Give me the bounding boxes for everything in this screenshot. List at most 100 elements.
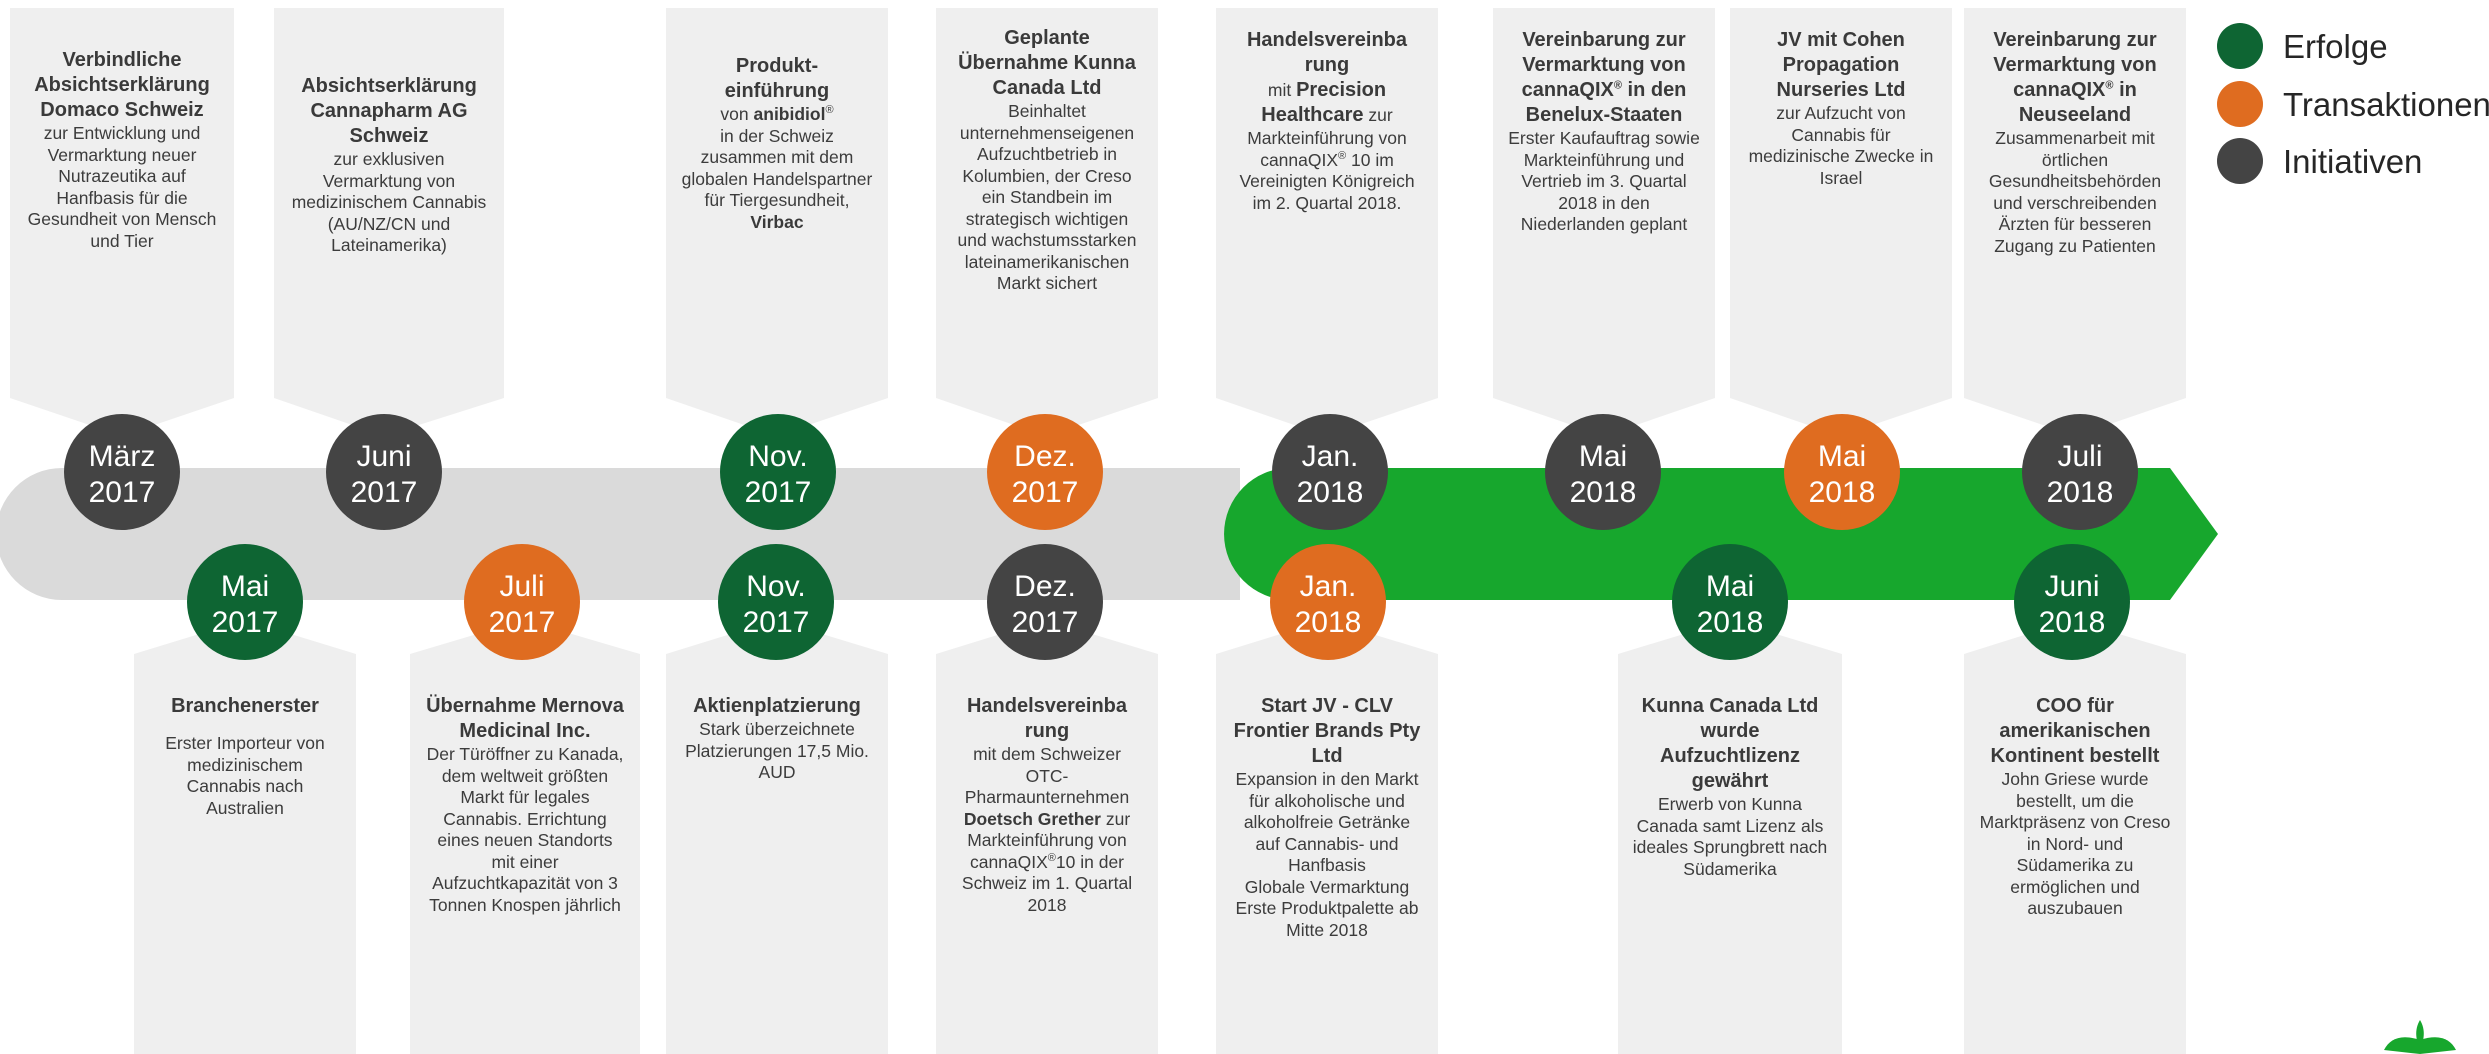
bottom-card-shapes bbox=[134, 620, 2186, 1054]
date-circle bbox=[326, 414, 442, 530]
top-card-bg bbox=[1493, 8, 1715, 436]
card-title: JV mit Cohen Propagation Nurseries Ltd bbox=[1776, 29, 1906, 101]
card-text: zur Entwicklung und Vermarktung neuer Nu… bbox=[27, 123, 217, 251]
card-title: Branchenerster bbox=[171, 695, 319, 717]
card-text: von anibidiol®in der Schweiz zusammen mi… bbox=[681, 104, 873, 232]
date-year: 2018 bbox=[1697, 606, 1764, 639]
card-title: Handelsvereinba rung bbox=[1246, 29, 1408, 76]
date-circle bbox=[2022, 414, 2138, 530]
card-title: Geplante Übernahme Kunna Canada Ltd bbox=[958, 27, 1136, 99]
card-text: Stark überzeichnete Platzierungen 17,5 M… bbox=[685, 719, 869, 782]
bottom-card-bg bbox=[936, 620, 1158, 1054]
bottom-card-mernova: Übernahme Mernova Medicinal Inc. Der Tür… bbox=[410, 694, 640, 916]
date-year: 2017 bbox=[489, 606, 556, 639]
bottom-card-doetsch-grether: Handelsvereinba rung mit dem Schweizer O… bbox=[936, 694, 1158, 916]
top-card-domaco: Verbindliche Absichtserklärung Domaco Sc… bbox=[10, 48, 234, 252]
date-month: Mai bbox=[221, 570, 269, 603]
card-text: Expansion in den Markt für alkoholische … bbox=[1235, 769, 1419, 940]
date-year: 2018 bbox=[1295, 606, 1362, 639]
card-text: Erster Kaufauftrag sowie Markteinführung… bbox=[1508, 128, 1700, 234]
bottom-card-bg bbox=[1618, 620, 1842, 1054]
date-circle bbox=[718, 544, 834, 660]
partner-precision-healthcare: Precision Healthcare bbox=[1261, 79, 1387, 126]
card-text: zur exklusiven Vermarktung von medizinis… bbox=[291, 149, 487, 255]
top-card-benelux: Vereinbarung zur Vermarktung von cannaQI… bbox=[1493, 28, 1715, 236]
top-card-bg bbox=[1730, 8, 1952, 436]
date-marker: Jan.2018 bbox=[1270, 544, 1386, 660]
card-text: mit dem Schweizer OTC-Pharmaunternehmen … bbox=[961, 744, 1133, 915]
top-card-cohen-propagation: JV mit Cohen Propagation Nurseries Ltd z… bbox=[1730, 28, 1952, 189]
date-year: 2018 bbox=[1809, 476, 1876, 509]
date-circle bbox=[1270, 544, 1386, 660]
bottom-card-bg bbox=[666, 620, 888, 1054]
legend-dot-initiativen bbox=[2217, 138, 2263, 184]
date-circle bbox=[2014, 544, 2130, 660]
date-month: März bbox=[89, 440, 156, 473]
date-circle bbox=[987, 414, 1103, 530]
date-year: 2018 bbox=[1297, 476, 1364, 509]
date-month: Juni bbox=[356, 440, 411, 473]
date-year: 2017 bbox=[1012, 606, 1079, 639]
top-card-bg bbox=[274, 8, 504, 436]
date-year: 2017 bbox=[212, 606, 279, 639]
date-month: Jan. bbox=[1300, 570, 1357, 603]
bottom-card-branchenerster: Branchenerster Erster Importeur von medi… bbox=[134, 694, 356, 819]
date-year: 2017 bbox=[1012, 476, 1079, 509]
date-circle bbox=[64, 414, 180, 530]
card-title: Verbindliche Absichtserklärung Domaco Sc… bbox=[34, 49, 210, 121]
card-text: zur Aufzucht von Cannabis für medizinisc… bbox=[1748, 103, 1934, 188]
date-month: Mai bbox=[1818, 440, 1866, 473]
top-card-bg bbox=[1216, 8, 1438, 436]
top-card-cannapharm: Absichtserklärung Cannapharm AG Schweiz … bbox=[274, 74, 504, 257]
card-text: Der Türöffner zu Kanada, dem weltweit gr… bbox=[426, 744, 624, 915]
date-year: 2017 bbox=[351, 476, 418, 509]
bottom-card-coo: COO für amerikanischen Kontinent bestell… bbox=[1964, 694, 2186, 920]
date-year: 2017 bbox=[743, 606, 810, 639]
top-card-neuseeland: Vereinbarung zur Vermarktung von cannaQI… bbox=[1964, 28, 2186, 257]
date-circle bbox=[1784, 414, 1900, 530]
top-card-precision-healthcare: Handelsvereinba rung mit Precision Healt… bbox=[1216, 28, 1438, 214]
legend-label-erfolge: Erfolge bbox=[2283, 28, 2388, 65]
date-month: Juli bbox=[2057, 440, 2102, 473]
card-text: Erster Importeur von medizinischem Canna… bbox=[165, 733, 325, 818]
top-card-bg bbox=[1964, 8, 2186, 436]
date-circle bbox=[187, 544, 303, 660]
date-circle bbox=[987, 544, 1103, 660]
card-text: mit Precision Healthcare zur Markteinfüh… bbox=[1239, 79, 1415, 213]
date-circle bbox=[1272, 414, 1388, 530]
date-year: 2017 bbox=[89, 476, 156, 509]
card-title: Aktienplatzierung bbox=[693, 695, 861, 717]
legend-dot-erfolge bbox=[2217, 23, 2263, 69]
legend-label-initiativen: Initiativen bbox=[2283, 143, 2422, 180]
partner-doetsch-grether: Doetsch Grether bbox=[963, 808, 1101, 829]
bottom-card-aufzuchtlizenz: Kunna Canada Ltd wurde Aufzuchtlizenz ge… bbox=[1618, 694, 1842, 880]
card-text: Beinhaltet unternehmenseigenen Aufzuchtb… bbox=[957, 101, 1137, 293]
date-marker: Nov.2017 bbox=[718, 544, 834, 660]
top-card-shapes bbox=[10, 8, 2186, 436]
date-month: Juni bbox=[2044, 570, 2099, 603]
top-card-bg bbox=[936, 8, 1158, 436]
date-year: 2018 bbox=[2039, 606, 2106, 639]
date-month: Dez. bbox=[1014, 570, 1076, 603]
card-title: Übernahme Mernova Medicinal Inc. bbox=[426, 695, 624, 742]
card-text: Zusammenarbeit mit örtlichen Gesundheits… bbox=[1988, 128, 2162, 256]
card-title: Handelsvereinba rung bbox=[966, 695, 1128, 742]
bottom-card-bg bbox=[1964, 620, 2186, 1054]
bottom-card-bg bbox=[1216, 620, 1438, 1054]
date-marker: Nov.2017 bbox=[720, 414, 836, 530]
date-circle bbox=[720, 414, 836, 530]
date-circle bbox=[1545, 414, 1661, 530]
date-year: 2017 bbox=[745, 476, 812, 509]
date-month: Dez. bbox=[1014, 440, 1076, 473]
date-month: Jan. bbox=[1302, 440, 1359, 473]
